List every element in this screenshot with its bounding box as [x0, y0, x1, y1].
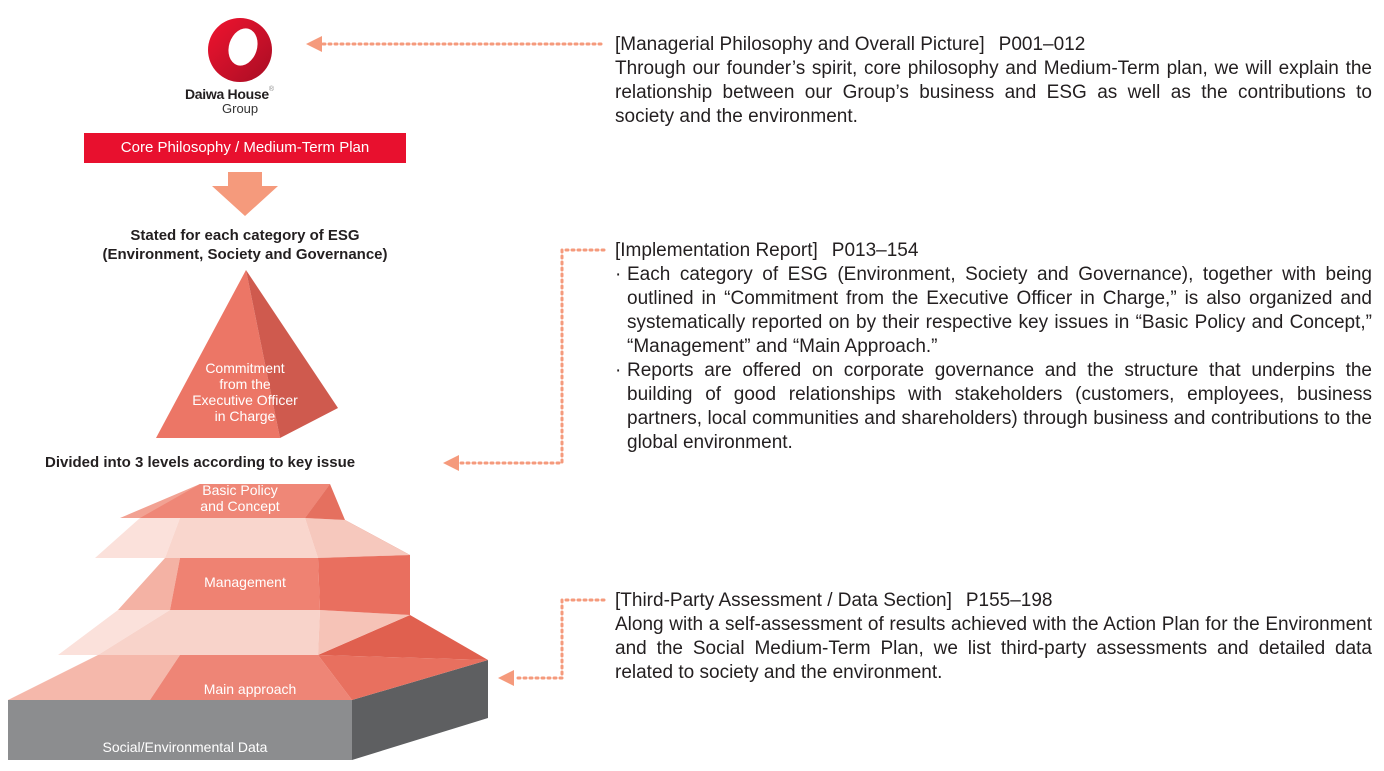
stated-caption-line1: Stated for each category of ESG: [130, 227, 360, 244]
basic-line1: Basic Policy: [202, 482, 278, 498]
left-arrow-icon: [498, 670, 514, 686]
section-implementation: [Implementation Report] P013–154 · Each c…: [615, 239, 1372, 455]
third-party-pages: P155–198: [965, 590, 1053, 611]
down-arrow-icon: [212, 172, 278, 216]
logo-wordmark: Daiwa House®: [185, 86, 310, 104]
implementation-title: [Implementation Report]: [615, 240, 818, 261]
level-basic-policy: Basic Policy and Concept: [175, 482, 305, 514]
managerial-title-row: [Managerial Philosophy and Overall Pictu…: [615, 33, 1372, 57]
basic-line2: and Concept: [200, 498, 280, 514]
commitment-line3: Executive Officer: [192, 392, 298, 408]
level-social-environmental-data: Social/Environmental Data: [102, 739, 268, 755]
registered-mark: ®: [268, 86, 275, 93]
divided-caption: Divided into 3 levels according to key i…: [45, 454, 356, 471]
level-main-approach: Main approach: [203, 681, 297, 697]
implementation-pages: P013–154: [831, 240, 919, 261]
stated-caption: Stated for each category of ESG (Environ…: [0, 226, 490, 264]
data-base-side: [352, 660, 488, 760]
commitment-line1: Commitment: [205, 360, 285, 376]
implementation-title-row: [Implementation Report] P013–154: [615, 239, 1372, 263]
implementation-bullet-1: · Each category of ESG (Environment, Soc…: [615, 263, 1372, 359]
implementation-bullet-2: · Reports are offered on corporate gover…: [615, 359, 1372, 455]
managerial-title: [Managerial Philosophy and Overall Pictu…: [615, 34, 985, 55]
dotted-leader-lines: [321, 42, 606, 680]
left-arrow-icon: [443, 455, 459, 471]
data-base-front: [8, 700, 352, 760]
daiwa-house-logo-icon: [208, 18, 272, 82]
arrowheads: [306, 36, 514, 686]
core-philosophy-box: Core Philosophy / Medium-Term Plan: [84, 133, 406, 163]
left-arrow-icon: [306, 36, 322, 52]
commitment-line4: in Charge: [214, 408, 276, 424]
bullet-text: Reports are offered on corporate governa…: [627, 360, 1372, 453]
commitment-pyramid: [156, 270, 338, 438]
stated-caption-line2: (Environment, Society and Governance): [102, 246, 388, 263]
bullet-mark: ·: [615, 360, 622, 381]
level-management: Management: [204, 574, 286, 590]
bullet-mark: ·: [615, 264, 622, 285]
commitment-label: Commitment from the Executive Officer in…: [170, 360, 320, 424]
third-party-title: [Third-Party Assessment / Data Section]: [615, 590, 952, 611]
stepped-pyramid: [8, 484, 488, 760]
logo-group: Group: [222, 101, 259, 116]
section-managerial: [Managerial Philosophy and Overall Pictu…: [615, 33, 1372, 129]
section-third-party: [Third-Party Assessment / Data Section] P…: [615, 589, 1372, 685]
managerial-pages: P001–012: [998, 34, 1086, 55]
third-party-body: Along with a self-assessment of results …: [615, 614, 1372, 683]
third-party-title-row: [Third-Party Assessment / Data Section] P…: [615, 589, 1372, 613]
commitment-line2: from the: [219, 376, 271, 392]
brand-name: Daiwa House: [185, 86, 269, 102]
managerial-body: Through our founder’s spirit, core philo…: [615, 58, 1372, 127]
bullet-text: Each category of ESG (Environment, Socie…: [627, 264, 1372, 357]
